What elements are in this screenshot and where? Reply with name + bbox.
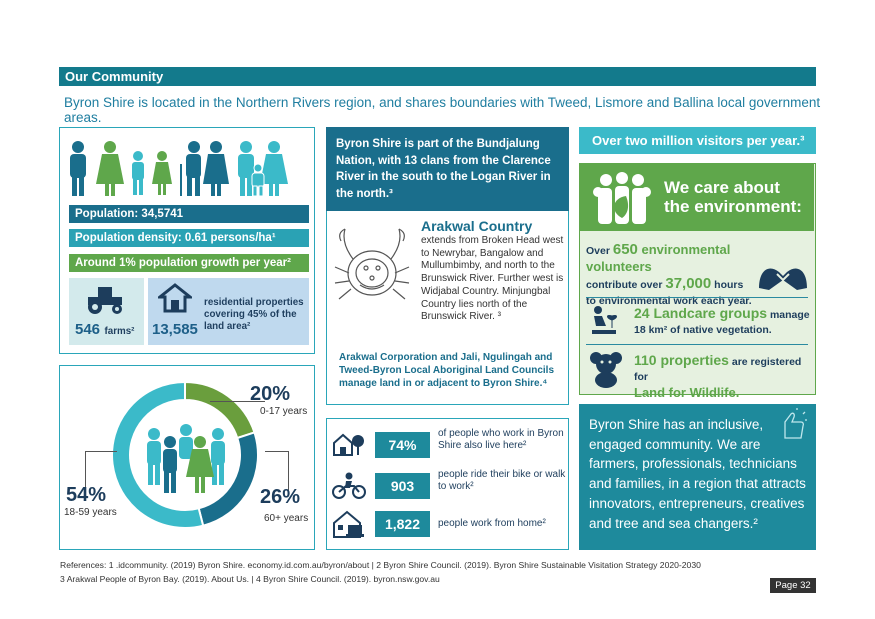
koala-icon (590, 350, 622, 388)
age-pct-18-59: 54% (66, 484, 107, 506)
crab-icon (331, 223, 413, 311)
arakwal-text: extends from Broken Head west to Newryba… (421, 235, 564, 323)
visitors-banner: Over two million visitors per year.³ (579, 127, 816, 154)
bundjalung-text: Byron Shire is part of the Bundjalung Na… (336, 138, 551, 200)
page-subtitle: Byron Shire is located in the Northern R… (64, 95, 821, 125)
age-range-60-plus: 60+ years (264, 513, 309, 524)
hands-heart-icon (757, 260, 809, 294)
inclusive-text: Byron Shire has an inclusive, engaged co… (589, 417, 806, 531)
work-text-1822: people work from home² (438, 518, 546, 529)
visitors-text: Over two million visitors per year.³ (592, 133, 805, 148)
house-icon (158, 283, 192, 313)
population-bar: Population: 34,5741 (69, 205, 309, 223)
house-tree-icon (332, 431, 366, 457)
tractor-icon (84, 285, 128, 315)
references-line-1: References: 1 .idcommunity. (2019) Byron… (60, 560, 701, 570)
work-value-903: 903 (375, 473, 430, 499)
corporation-text: Arakwal Corporation and Jali, Ngulingah … (339, 352, 555, 389)
home-laptop-icon (332, 509, 366, 541)
residential-box: 13,585 residential properties covering 4… (148, 278, 309, 345)
landcare-number: 24 (634, 305, 650, 321)
age-donut-chart (111, 380, 259, 529)
page-number: Page 32 (770, 578, 816, 593)
farms-label: farms² (104, 326, 135, 337)
section-header: Our Community (59, 67, 816, 86)
work-panel: 74% of people who work in Byron Shire al… (326, 418, 569, 550)
growth-bar: Around 1% population growth per year² (69, 254, 309, 272)
residential-label: residential properties covering 45% of t… (204, 297, 304, 332)
inclusive-panel: Byron Shire has an inclusive, engaged co… (579, 404, 816, 550)
references-line-2: 3 Arakwal People of Byron Bay. (2019). A… (60, 574, 440, 584)
age-pct-0-17: 20% (250, 383, 291, 405)
people-family-icon (66, 138, 291, 200)
work-text-903: people ride their bike or walk to work² (438, 469, 566, 492)
density-bar: Population density: 0.61 persons/ha¹ (69, 229, 309, 247)
landcare-text: 24 Landcare groups manage 18 km² of nati… (634, 305, 810, 337)
people-group-icon (140, 424, 232, 496)
hours-number: 37,000 (665, 275, 712, 292)
donut-slice-2 (111, 380, 205, 529)
work-value-74: 74% (375, 432, 430, 458)
population-panel: Population: 34,5741 Population density: … (59, 127, 315, 354)
residential-number: 13,585 (152, 321, 198, 338)
environment-header: We care about the environment: (580, 164, 814, 231)
age-range-0-17: 0-17 years (260, 406, 308, 417)
wildlife-number: 110 (634, 352, 657, 368)
arakwal-panel: Arakwal Country extends from Broken Head… (326, 211, 569, 405)
work-value-1822: 1,822 (375, 511, 430, 537)
farms-box: 546 farms² (69, 278, 144, 345)
age-pct-60-plus: 26% (260, 486, 301, 508)
arakwal-title: Arakwal Country (421, 218, 533, 234)
age-panel: 20% 0-17 years 26% 60+ years 54% 18-59 y… (59, 365, 315, 550)
planting-icon (588, 304, 620, 336)
work-text-74: of people who work in Byron Shire also l… (438, 428, 564, 451)
bicycle-icon (332, 472, 366, 500)
farms-number: 546 (75, 321, 101, 338)
volunteers-number: 650 (612, 241, 638, 258)
people-leaf-icon (590, 172, 654, 226)
thumbs-up-icon (777, 408, 807, 444)
wildlife-text: 110 properties are registered for Land f… (634, 352, 802, 401)
environment-title: We care about the environment: (664, 178, 802, 216)
bundjalung-header: Byron Shire is part of the Bundjalung Na… (326, 127, 569, 211)
age-range-18-59: 18-59 years (64, 507, 117, 518)
volunteers-text: Over 650 environmental volunteers contri… (586, 241, 752, 308)
environment-panel: We care about the environment: Over 650 … (579, 163, 816, 400)
